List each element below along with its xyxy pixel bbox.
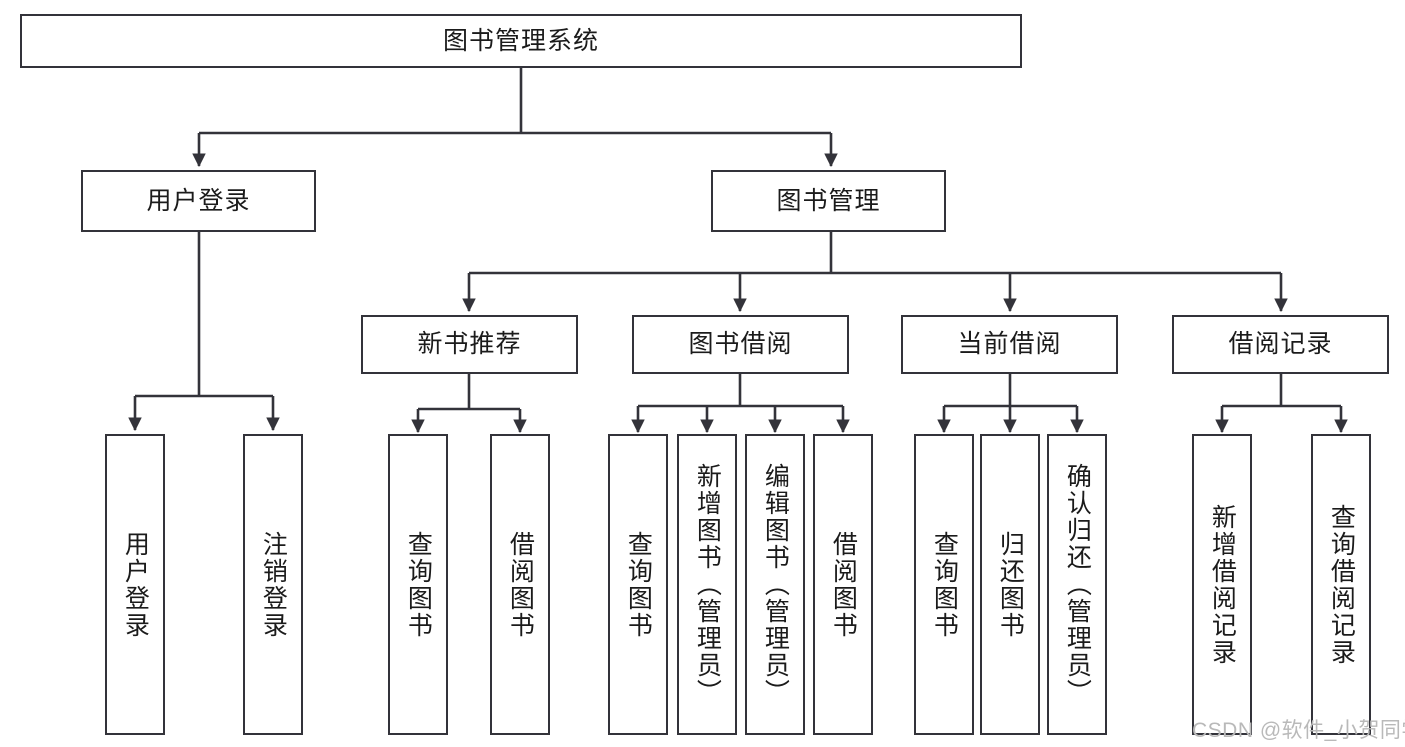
node-root[interactable]: 图书管理系统 bbox=[20, 14, 1022, 68]
node-leaf-logout-label: 注销登录 bbox=[259, 530, 288, 639]
node-leaf-user-login[interactable]: 用户登录 bbox=[105, 434, 165, 735]
node-leaf-search-book-borrow[interactable]: 查询图书 bbox=[608, 434, 668, 735]
node-book-borrow[interactable]: 图书借阅 bbox=[632, 315, 849, 374]
node-leaf-user-login-label: 用户登录 bbox=[121, 530, 150, 639]
node-leaf-edit-book-admin[interactable]: 编辑图书（管理员） bbox=[745, 434, 805, 735]
csdn-watermark: CSDN @软件_小贺同学 bbox=[1192, 719, 1405, 742]
node-new-book-recommend[interactable]: 新书推荐 bbox=[361, 315, 578, 374]
node-leaf-borrow-book-label: 借阅图书 bbox=[829, 530, 858, 639]
node-leaf-search-book-recommend-label: 查询图书 bbox=[404, 530, 433, 639]
node-leaf-confirm-return-admin[interactable]: 确认归还（管理员） bbox=[1047, 434, 1107, 735]
node-leaf-return-book-label: 归还图书 bbox=[996, 530, 1025, 639]
node-leaf-search-borrow-record-label: 查询借阅记录 bbox=[1327, 503, 1356, 666]
node-book-management[interactable]: 图书管理 bbox=[711, 170, 946, 232]
node-leaf-add-borrow-record-label: 新增借阅记录 bbox=[1208, 503, 1237, 666]
node-leaf-search-borrow-record[interactable]: 查询借阅记录 bbox=[1311, 434, 1371, 735]
node-borrow-record-label: 借阅记录 bbox=[1228, 330, 1333, 359]
node-leaf-search-book-current-label: 查询图书 bbox=[930, 530, 959, 639]
node-leaf-add-book-admin-label: 新增图书（管理员） bbox=[693, 463, 722, 706]
node-root-label: 图书管理系统 bbox=[442, 26, 599, 55]
node-leaf-borrow-book-recommend[interactable]: 借阅图书 bbox=[490, 434, 550, 735]
node-book-management-label: 图书管理 bbox=[776, 186, 881, 215]
node-leaf-return-book[interactable]: 归还图书 bbox=[980, 434, 1040, 735]
node-leaf-confirm-return-admin-label: 确认归还（管理员） bbox=[1063, 463, 1092, 706]
node-leaf-borrow-book[interactable]: 借阅图书 bbox=[813, 434, 873, 735]
node-leaf-logout[interactable]: 注销登录 bbox=[243, 434, 303, 735]
node-leaf-search-book-borrow-label: 查询图书 bbox=[624, 530, 653, 639]
node-new-book-recommend-label: 新书推荐 bbox=[417, 330, 522, 359]
node-user-login-label: 用户登录 bbox=[146, 186, 251, 215]
node-borrow-record[interactable]: 借阅记录 bbox=[1172, 315, 1389, 374]
node-user-login[interactable]: 用户登录 bbox=[81, 170, 316, 232]
node-leaf-search-book-recommend[interactable]: 查询图书 bbox=[388, 434, 448, 735]
node-current-borrow[interactable]: 当前借阅 bbox=[901, 315, 1118, 374]
node-leaf-search-book-current[interactable]: 查询图书 bbox=[914, 434, 974, 735]
node-leaf-borrow-book-recommend-label: 借阅图书 bbox=[506, 530, 535, 639]
node-current-borrow-label: 当前借阅 bbox=[957, 330, 1062, 359]
node-leaf-edit-book-admin-label: 编辑图书（管理员） bbox=[761, 463, 790, 706]
node-leaf-add-borrow-record[interactable]: 新增借阅记录 bbox=[1192, 434, 1252, 735]
node-book-borrow-label: 图书借阅 bbox=[688, 330, 793, 359]
node-leaf-add-book-admin[interactable]: 新增图书（管理员） bbox=[677, 434, 737, 735]
